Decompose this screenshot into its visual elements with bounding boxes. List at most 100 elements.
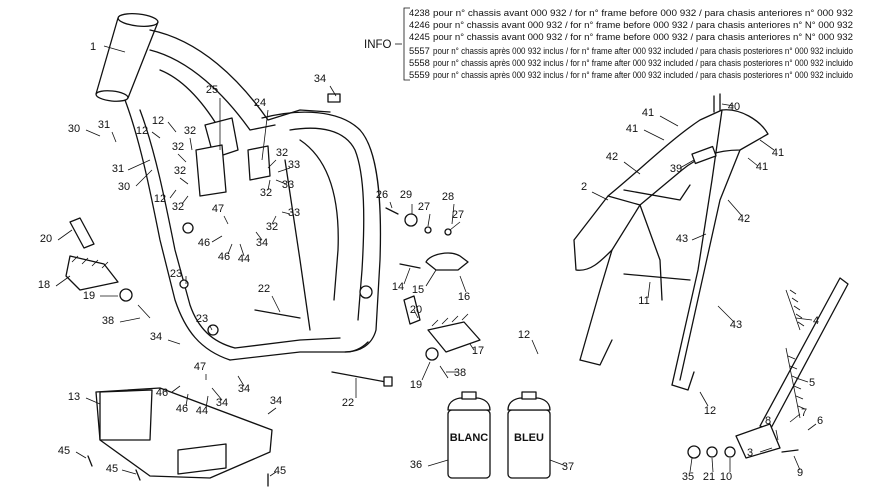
sidestand-bracket xyxy=(735,423,781,459)
callout-leader xyxy=(171,385,181,393)
callout-number: 42 xyxy=(738,213,750,225)
callout: 27 xyxy=(418,201,431,227)
callout-leader xyxy=(209,325,213,331)
callout: 7 xyxy=(789,407,807,423)
bushing xyxy=(404,213,418,227)
washer xyxy=(706,446,718,458)
pivot-bolt xyxy=(781,449,799,453)
callout: 18 xyxy=(38,275,71,291)
callout-leader xyxy=(659,115,679,127)
callout-number: 30 xyxy=(68,123,80,135)
head-tube-top xyxy=(117,13,159,27)
callout-leader xyxy=(135,169,153,187)
callout: 4 xyxy=(795,315,819,327)
callout: 44 xyxy=(196,395,209,417)
callout: 39 xyxy=(670,159,695,175)
callout-leader xyxy=(223,215,229,225)
callout: 21 xyxy=(703,457,715,483)
callout-leader xyxy=(679,159,695,169)
callout-number: 35 xyxy=(682,471,694,483)
can-nozzle xyxy=(461,391,477,400)
callout-number: 32 xyxy=(184,125,196,137)
callout-number: 11 xyxy=(638,295,649,307)
frame-spar xyxy=(299,139,339,301)
frame-rear-loop xyxy=(261,111,382,353)
callout: 32 xyxy=(260,179,272,199)
can-label: BLANC xyxy=(450,432,489,444)
callout: 33 xyxy=(277,159,300,173)
callout-number: 13 xyxy=(68,391,80,403)
subframe-foot xyxy=(579,339,613,366)
callout-number: 38 xyxy=(454,367,466,379)
info-bracket xyxy=(403,7,410,81)
callout-number: 32 xyxy=(260,187,272,199)
callout-number: 45 xyxy=(274,465,286,477)
screw xyxy=(87,455,93,467)
callout-number: 22 xyxy=(258,283,270,295)
callout-number: 19 xyxy=(83,290,95,302)
info-row-text: pour n° chassis avant 000 932 / for n° f… xyxy=(433,19,853,30)
callout-number: 23 xyxy=(196,313,208,325)
callout-number: 47 xyxy=(194,361,206,373)
callout-number: 42 xyxy=(606,151,618,163)
callout-leader xyxy=(691,233,707,241)
callout: 34 xyxy=(150,331,181,345)
callout-leader xyxy=(275,179,287,185)
washer xyxy=(444,228,452,236)
frame-boss xyxy=(179,279,189,289)
callout-number: 2 xyxy=(581,181,587,193)
info-row: 5557 pour n° chassis après 000 932 inclu… xyxy=(409,45,853,56)
callout-number: 25 xyxy=(206,84,218,96)
callout: 43 xyxy=(717,305,742,331)
can-shoulder xyxy=(447,397,491,411)
callout: 35 xyxy=(682,457,694,483)
info-block: INFO 4238 pour n° chassis avant 000 932 … xyxy=(364,7,853,81)
callout-leader xyxy=(271,295,281,313)
frame-gusset xyxy=(159,69,221,131)
callout: 36 xyxy=(410,459,449,471)
callout-number: 12 xyxy=(704,405,716,417)
footpeg-right xyxy=(427,321,481,353)
callout-leader xyxy=(759,139,775,151)
frame-boss xyxy=(182,222,194,234)
callout: 30 xyxy=(118,169,153,193)
callout: 47 xyxy=(194,361,207,380)
callout-number: 4 xyxy=(813,315,819,327)
callout-number: 9 xyxy=(797,467,803,479)
callout-leader xyxy=(103,45,126,53)
callout-number: 46 xyxy=(218,251,230,263)
callout-number: 32 xyxy=(172,141,184,153)
callout-number: 33 xyxy=(288,159,300,171)
washer xyxy=(424,226,432,234)
callout-leader xyxy=(531,339,539,355)
bolt xyxy=(399,263,421,269)
callout-leader xyxy=(261,109,269,161)
callout: 43 xyxy=(676,233,707,245)
callout-leader xyxy=(427,459,449,467)
callout-number: 30 xyxy=(118,181,130,193)
callout-leader xyxy=(717,305,735,323)
callout: 33 xyxy=(281,207,300,219)
frame-top-tube xyxy=(149,29,331,121)
callout: 44 xyxy=(238,243,250,265)
callout: 42 xyxy=(727,199,750,225)
skid-plate-front xyxy=(99,389,153,441)
callout: 19 xyxy=(83,290,118,302)
callout-number: 10 xyxy=(720,471,732,483)
callout: 32 xyxy=(174,165,189,185)
callout-number: 34 xyxy=(150,331,162,343)
callout: 22 xyxy=(258,283,281,313)
subframe-lower-left xyxy=(579,249,613,361)
callout: 9 xyxy=(793,455,803,479)
callout-leader xyxy=(55,275,71,287)
callout: 1 xyxy=(90,41,126,53)
callout-number: 34 xyxy=(270,395,282,407)
engine-mount-plate-right xyxy=(247,145,271,181)
callout: 47 xyxy=(212,203,229,225)
callout-leader xyxy=(255,231,263,241)
callout-number: 14 xyxy=(392,281,404,293)
callout: 41 xyxy=(759,139,784,159)
callout: 23 xyxy=(170,268,187,284)
